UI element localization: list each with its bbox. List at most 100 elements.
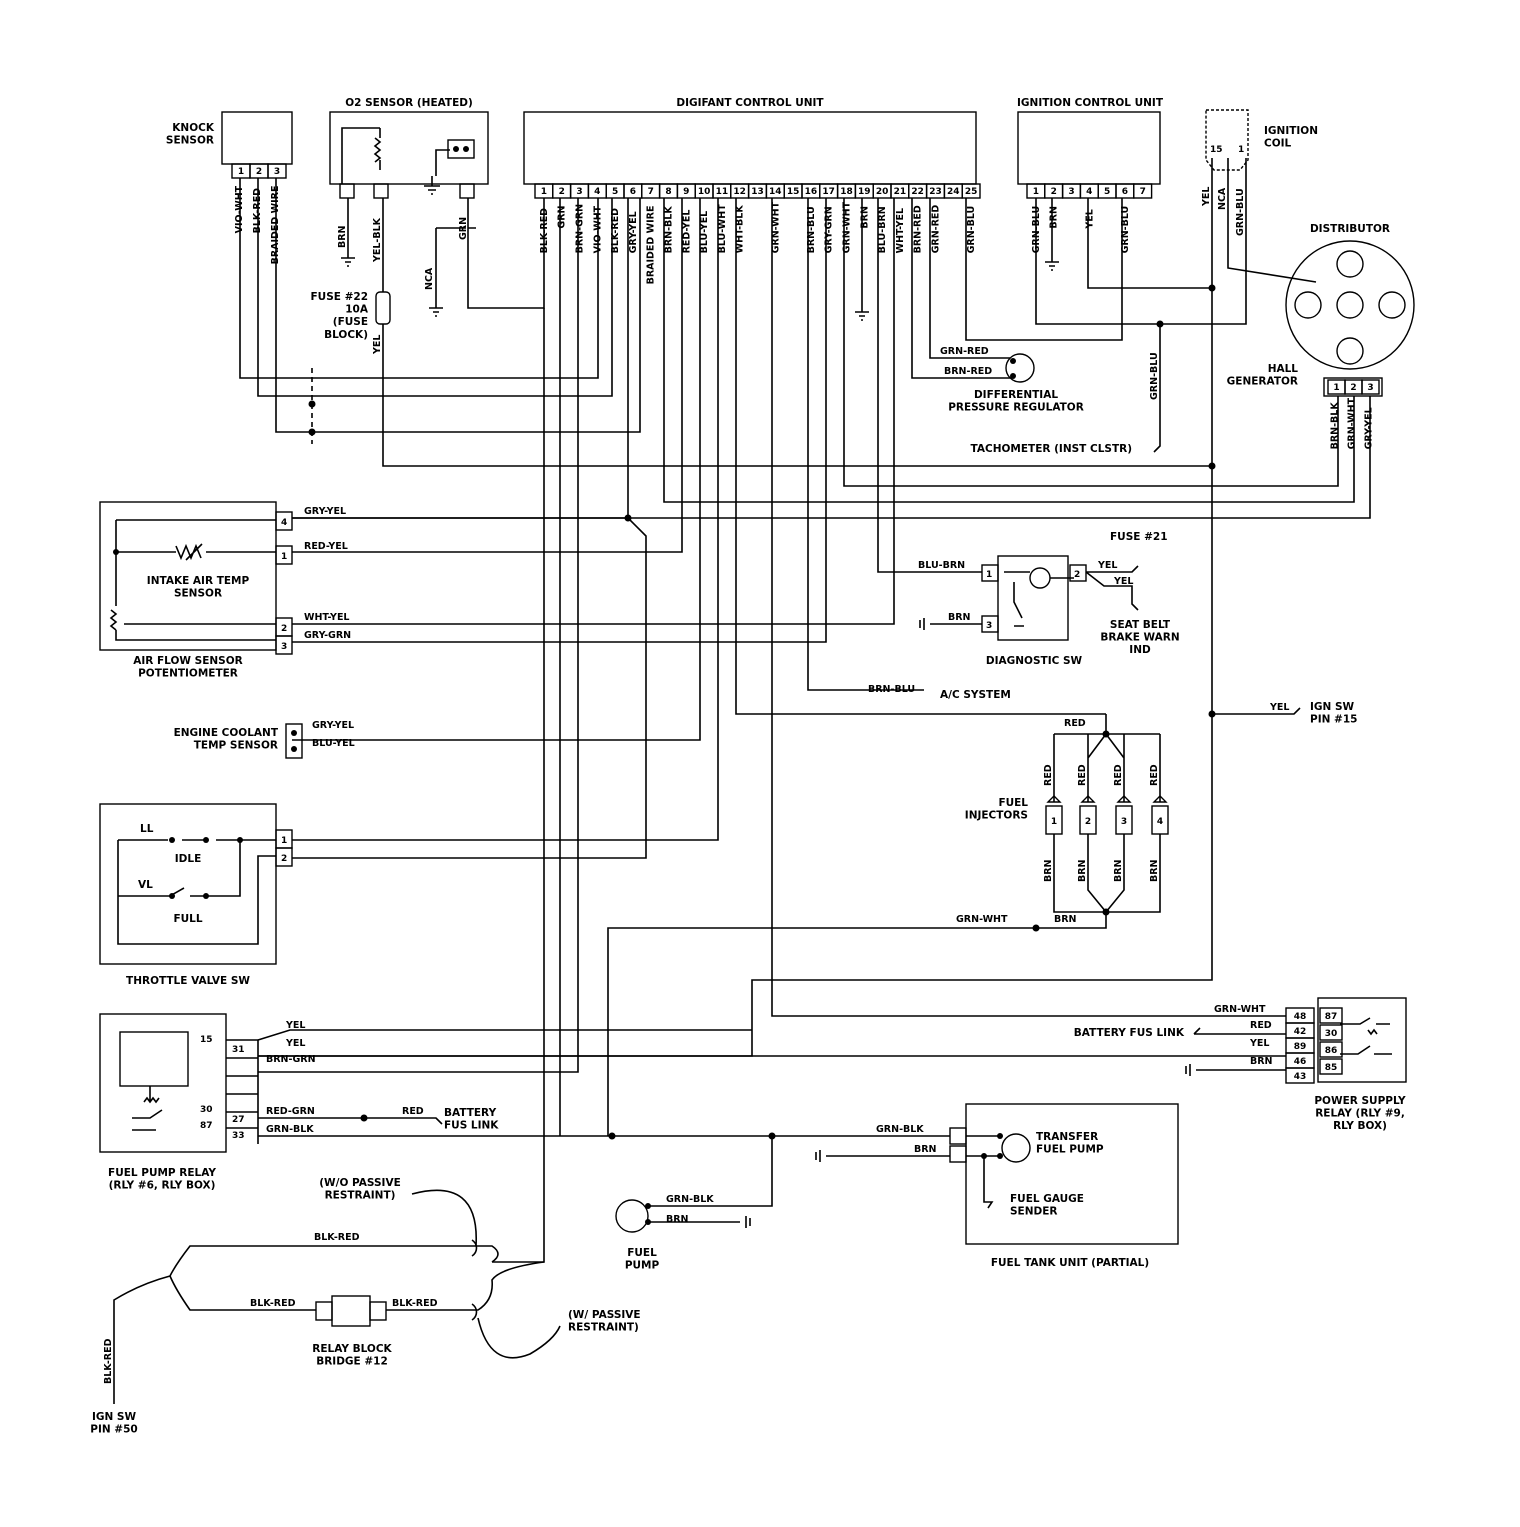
full-label: FULL <box>173 913 202 925</box>
psr-int-number: 30 <box>1325 1029 1338 1039</box>
ecu-wire-label: BRN <box>859 206 870 229</box>
ecu-pin-number: 2 <box>559 187 565 197</box>
hall-wire-label: BRN-BLK <box>1330 402 1341 450</box>
throttle-sw-label: THROTTLE VALVE SW <box>126 975 250 987</box>
diag-wire-yel-2: YEL <box>1113 576 1133 587</box>
ecu-wire-label: BRN-GRN <box>575 204 586 254</box>
fpr-pin-number: 27 <box>232 1115 245 1125</box>
ignition-pin-number: 5 <box>1104 187 1110 197</box>
fpr-pin-number: 33 <box>232 1131 245 1141</box>
diag-wire-blu-brn: BLU-BRN <box>918 560 965 571</box>
knock-wire-label: BLK-RED <box>252 188 263 234</box>
psr-wire-red: RED <box>1250 1020 1272 1031</box>
injector-wire-brn: BRN <box>1113 859 1124 882</box>
injector-wire-brn: BRN <box>1149 859 1160 882</box>
ecu-wire-label: GRY-GRN <box>824 206 835 253</box>
ecu-pin-number: 22 <box>911 187 924 197</box>
hall-wire-labels: BRN-BLK GRN-WHT GRY-YEL <box>1330 397 1375 449</box>
ecu-wire-label: VIO-WHT <box>592 205 603 253</box>
fuse22-out-yel: YEL <box>372 335 383 355</box>
wiring: NCA <box>113 158 1371 1404</box>
battery-fus-link-right-label: BATTERY FUS LINK <box>1074 1027 1185 1039</box>
knock-pin-number: 1 <box>238 167 244 177</box>
psr-int-number: 85 <box>1325 1063 1338 1073</box>
coil-wire-grn-blu: GRN-BLU <box>1235 188 1246 236</box>
psr-pin-number: 43 <box>1294 1072 1307 1082</box>
hall-wire-label: GRY-YEL <box>1364 407 1375 449</box>
ac-wire-brn-blu: BRN-BLU <box>868 684 915 695</box>
psr-pin-number: 89 <box>1294 1042 1307 1052</box>
fpr-wire-yel-2: YEL <box>285 1038 305 1049</box>
psr-int-box <box>1319 1058 1343 1075</box>
fuse21-label: FUSE #21 <box>1110 531 1168 543</box>
fpr-wire-yel-1: YEL <box>285 1020 305 1031</box>
psr-int-box <box>1319 1007 1343 1024</box>
injector-wire-red: RED <box>1043 764 1054 786</box>
tach-wire-grn-blu: GRN-BLU <box>1149 352 1160 400</box>
ignition-pin-box <box>1133 183 1153 199</box>
ignition-pin-number: 1 <box>1033 187 1039 197</box>
psr-int-number: 87 <box>1325 1012 1338 1022</box>
distributor-label: DISTRIBUTOR <box>1310 223 1390 235</box>
diag-pin-2: 2 <box>1074 570 1080 580</box>
fuel-tank-label: FUEL TANK UNIT (PARTIAL) <box>991 1257 1149 1269</box>
inj-ground-grn-wht: GRN-WHT <box>956 914 1008 925</box>
psr-pin-number: 46 <box>1294 1057 1307 1067</box>
psr-pin-box <box>1285 1067 1315 1084</box>
fuel-pump-relay-label: FUEL PUMP RELAY(RLY #6, RLY BOX) <box>108 1167 216 1192</box>
ignition-wire-label: GRN-BLU <box>1120 206 1131 254</box>
knock-pin-number: 3 <box>274 167 280 177</box>
ecu-pin-number: 24 <box>947 187 960 197</box>
diag-wire-yel-1: YEL <box>1097 560 1117 571</box>
diff-wire-brn-red: BRN-RED <box>944 366 992 377</box>
wire-labels: BRN YEL-BLK GRN YEL GRN-WHT RED YEL BRN … <box>103 187 1289 1384</box>
ignition-pin-number: 6 <box>1122 187 1128 197</box>
psr-wire-yel: YEL <box>1249 1038 1269 1049</box>
injector-wire-red: RED <box>1113 764 1124 786</box>
hall-wire-label: GRN-WHT <box>1347 397 1358 449</box>
coil-wire-nca: NCA <box>1217 187 1228 210</box>
ect-wire-blu-yel: BLU-YEL <box>312 738 355 749</box>
injector-wire-brn: BRN <box>1043 859 1054 882</box>
injector-wire-red: RED <box>1077 764 1088 786</box>
diff-wire-grn-red: GRN-RED <box>940 346 989 357</box>
injector-wire-brn: BRN <box>1077 859 1088 882</box>
tank-wire-grn-blk: GRN-BLK <box>876 1124 924 1135</box>
ecu-wire-label: BLK-RED <box>610 208 621 254</box>
fuel-pump-relay: FUEL PUMP RELAY(RLY #6, RLY BOX) 1531302… <box>99 1013 259 1192</box>
ecu-wire-label: GRY-YEL <box>628 211 639 253</box>
diag-wire-brn: BRN <box>948 612 971 623</box>
tachometer-label: TACHOMETER (INST CLSTR) <box>971 443 1132 455</box>
psr-wire-grn-wht: GRN-WHT <box>1214 1004 1266 1015</box>
control-unit-label: DIGIFANT CONTROL UNIT <box>676 97 824 109</box>
ecu-wire-label: BLU-BRN <box>877 206 888 253</box>
tv-pin-1: 1 <box>281 836 287 846</box>
ecu-pin-number: 15 <box>787 187 800 197</box>
pump-wire-brn: BRN <box>666 1214 689 1225</box>
ecu-pin-number: 6 <box>630 187 636 197</box>
afs-wire-red-yel: RED-YEL <box>304 541 348 552</box>
ecu-pin-box <box>961 183 981 199</box>
ignition-pin-number: 2 <box>1051 187 1057 197</box>
pump-wire-grn-blk: GRN-BLK <box>666 1194 714 1205</box>
afs-pin-1: 1 <box>281 552 287 562</box>
ignition-pin-number: 3 <box>1068 187 1074 197</box>
ecu-wire-label: BRN-BLU <box>806 206 817 253</box>
coil-pin-1: 1 <box>1238 145 1244 155</box>
